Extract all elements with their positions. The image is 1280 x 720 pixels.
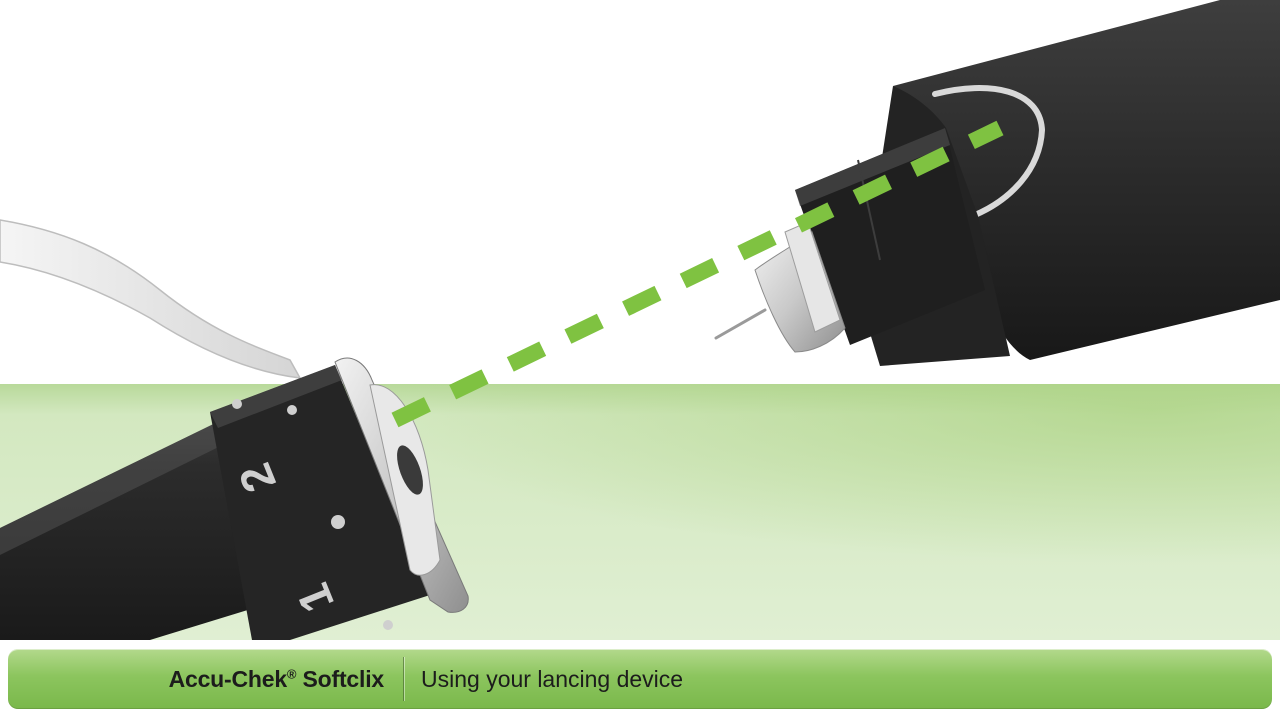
depth-dial[interactable] xyxy=(210,365,430,640)
caption-bar: Accu-Chek® Softclix Using your lancing d… xyxy=(8,649,1272,709)
lancet-needle xyxy=(714,308,767,340)
caption-product-name: Softclix xyxy=(302,666,385,692)
depth-dial-marks xyxy=(232,399,393,630)
paper-sheet xyxy=(0,219,302,379)
lancing-device-right xyxy=(714,0,1280,366)
caption-divider xyxy=(403,657,405,701)
caption-brand: Accu-Chek® Softclix xyxy=(8,649,385,709)
lancing-device-left: 2 1 xyxy=(0,357,469,640)
caption-brand-name: Accu-Chek xyxy=(168,666,288,692)
alignment-guide-line xyxy=(391,120,1004,428)
cap-arc-highlight xyxy=(932,85,1046,218)
registered-mark: ® xyxy=(286,666,297,682)
illustration: 2 1 xyxy=(0,0,1280,640)
caption-subtitle: Using your lancing device xyxy=(421,666,684,692)
